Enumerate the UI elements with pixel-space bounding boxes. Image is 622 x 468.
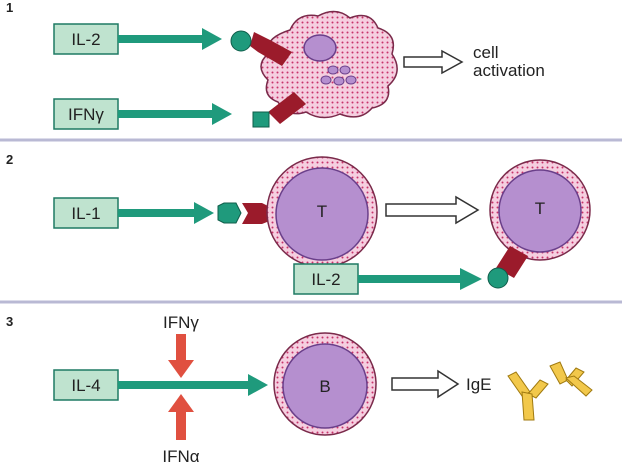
- ige-label: IgE: [466, 375, 492, 394]
- secretion-arrow: [391, 369, 460, 399]
- b-cell-nucleus: [282, 343, 368, 429]
- il2-t-arrow: [358, 268, 482, 290]
- ifna-modulator-label: IFNα: [162, 447, 199, 466]
- il4-label: IL-4: [71, 376, 100, 395]
- macrophage-nucleus: [303, 34, 337, 62]
- macrophage-cell: [260, 10, 398, 119]
- panel-1: 1 IL-2 IFNγ cell: [6, 0, 545, 130]
- panel-number-2: 2: [6, 152, 13, 167]
- il1-label-box: [53, 197, 119, 229]
- ifng-receptor: [268, 92, 306, 124]
- granules: [320, 65, 357, 86]
- ifng-label: IFNγ: [68, 105, 104, 124]
- panel-number-3: 3: [6, 314, 13, 329]
- outcome-line-1: cell: [473, 43, 499, 62]
- ifng-arrow: [118, 103, 232, 125]
- ifng-ligand: [252, 111, 270, 128]
- il2-ligand-t: [487, 267, 509, 289]
- ifna-up-arrow: [168, 394, 194, 440]
- outcome-line-2: activation: [473, 61, 545, 80]
- t-cell-1-nucleus: [275, 167, 369, 261]
- b-cell-label: B: [319, 377, 330, 396]
- il1-arrow: [118, 202, 214, 224]
- il1-ligand: [217, 202, 242, 224]
- il1-label: IL-1: [71, 204, 100, 223]
- il2-t-label: IL-2: [311, 270, 340, 289]
- ige-antibody-2: [549, 361, 593, 397]
- activation-arrow: [403, 49, 464, 75]
- proliferation-arrow: [385, 195, 480, 225]
- il4-arrow: [118, 374, 268, 396]
- ifng-modulator-label: IFNγ: [163, 313, 199, 332]
- t-cell-1-label: T: [317, 202, 327, 221]
- il1-receptor: [242, 203, 272, 224]
- il2-receptor: [250, 32, 292, 66]
- il2-arrow: [118, 28, 222, 50]
- panel-3: 3 IFNγ IL-4 IFNα B IgE: [6, 313, 593, 466]
- ifng-down-arrow: [168, 334, 194, 378]
- il2-ligand: [230, 30, 252, 52]
- il4-label-box: [53, 369, 119, 401]
- t-cell-2-label: T: [535, 199, 545, 218]
- il2-label: IL-2: [71, 30, 100, 49]
- t-cell-2-nucleus: [498, 169, 582, 253]
- panel-number-1: 1: [6, 0, 13, 15]
- il2-t-label-box: [293, 263, 359, 295]
- ige-antibody-1: [507, 371, 549, 421]
- panel-2: 2 IL-1 T T IL-2: [6, 152, 591, 295]
